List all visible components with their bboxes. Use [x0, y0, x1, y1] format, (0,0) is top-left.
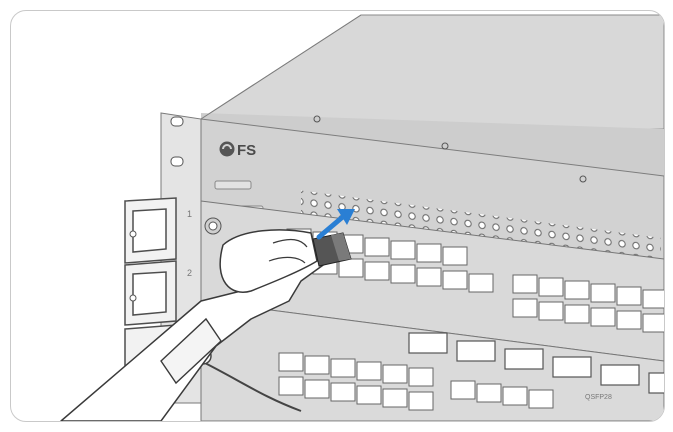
- insert-arrow-icon: [316, 209, 355, 240]
- installation-illustration: FS 1 2: [60, 14, 664, 421]
- brand-logo-text: FS: [237, 142, 256, 159]
- slot-1-number: 1: [187, 209, 192, 219]
- fs-logo-icon: FS: [219, 141, 256, 159]
- esd-wrist-strap-cable: [200, 360, 302, 412]
- transceiver-module: [312, 232, 352, 267]
- port-group-card2: [278, 352, 554, 411]
- illustration-frame: FS 1 2: [10, 10, 665, 422]
- hand-inserting-module: [60, 229, 327, 421]
- chassis-top: [199, 14, 664, 130]
- module-label: QSFP28: [585, 394, 612, 401]
- qsfp-cages: [408, 332, 664, 394]
- slot-2-number: 2: [187, 268, 192, 278]
- port-group-card1-right: [512, 274, 664, 333]
